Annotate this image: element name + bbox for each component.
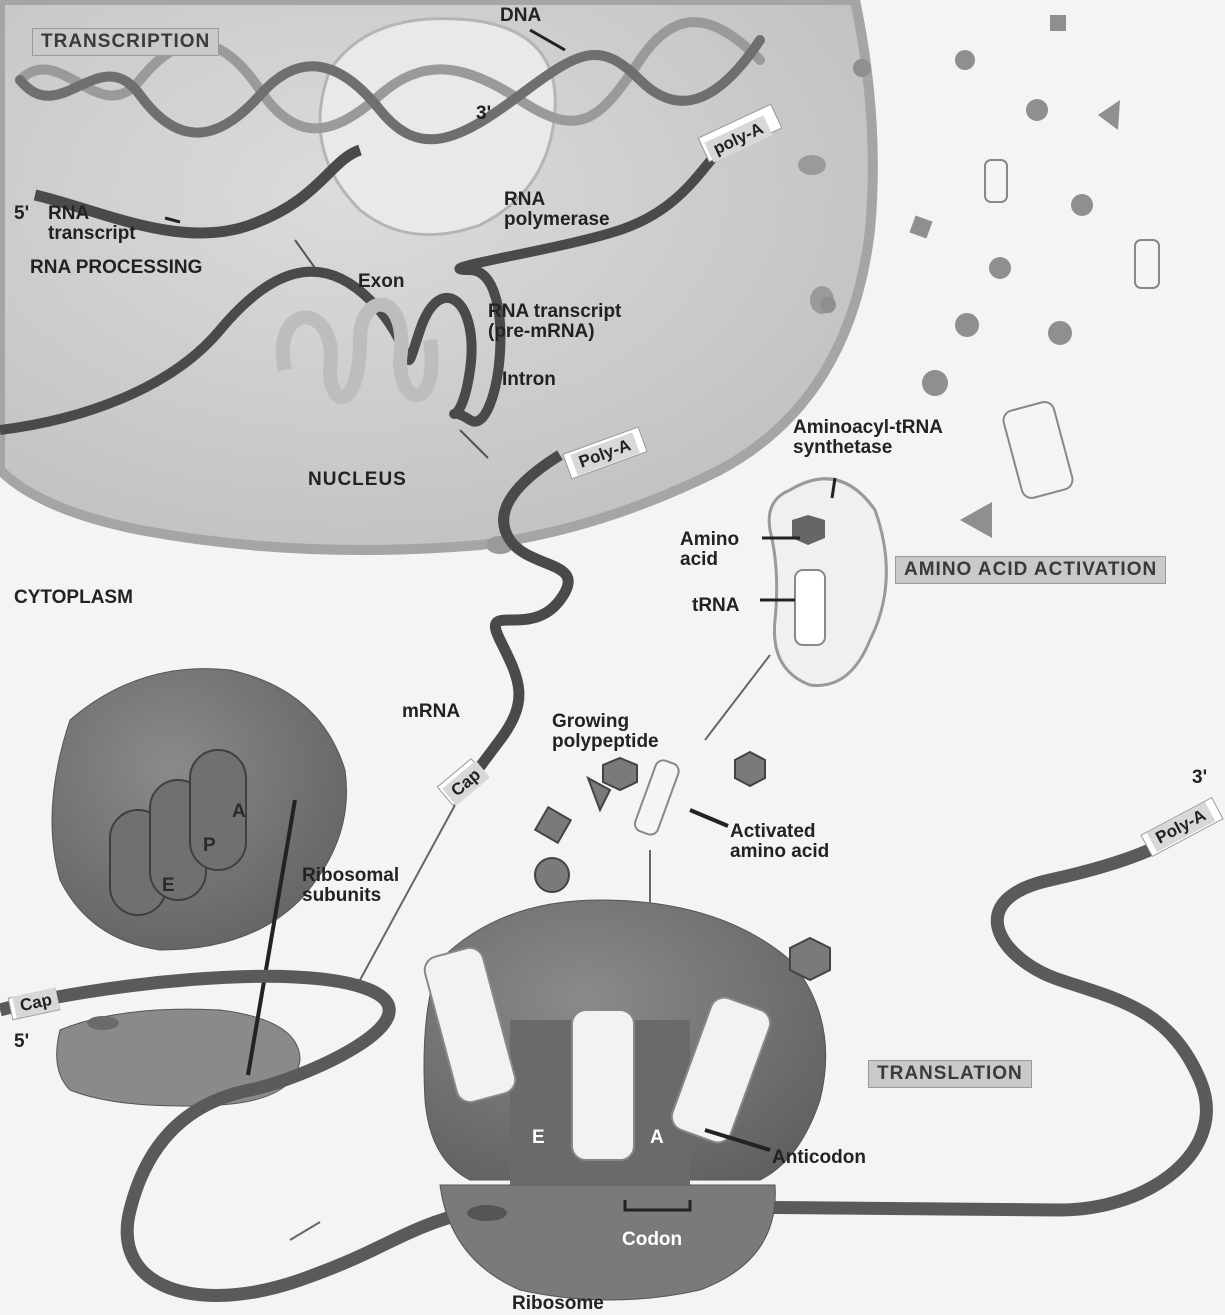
free-trnas [985,160,1159,500]
label-ribosome: Ribosome [512,1294,604,1314]
label-rna-transcript: RNA transcript [48,204,136,244]
nuclear-pore [798,155,826,175]
label-cytoplasm: CYTOPLASM [14,588,133,608]
aminoacyl-trna-synthetase [769,479,886,686]
label-site-a-left: A [232,802,246,822]
section-translation: TRANSLATION [868,1060,1032,1088]
section-transcription: TRANSCRIPTION [32,28,219,56]
section-amino-acid-activation: AMINO ACID ACTIVATION [895,556,1166,584]
label-site-p-left: P [203,836,216,856]
label-mrna: mRNA [402,702,460,722]
label-intron: Intron [502,370,556,390]
label-codon: Codon [622,1230,682,1250]
label-pre-mrna: RNA transcript (pre-mRNA) [488,302,621,342]
label-site-a-ribosome: A [650,1128,664,1148]
label-site-e-left: E [162,876,175,896]
label-exon: Exon [358,272,404,292]
label-nucleus: NUCLEUS [308,470,407,490]
label-growing-polypeptide: Growing polypeptide [552,712,659,752]
trna-in-synthetase [795,570,825,645]
label-ribosomal-subunits: Ribosomal subunits [302,866,399,906]
label-anticodon: Anticodon [772,1148,866,1168]
label-aminoacyl-trna-synthetase: Aminoacyl-tRNA synthetase [793,418,943,458]
label-five-prime-left: 5' [14,1032,29,1052]
label-rna-polymerase: RNA polymerase [504,190,610,230]
label-rna-processing: RNA PROCESSING [30,258,202,278]
label-activated-amino-acid: Activated amino acid [730,822,829,862]
label-trna: tRNA [692,596,740,616]
amino-acid-on-trna [790,938,830,980]
label-three-prime-right: 3' [1192,768,1207,788]
label-five-prime-top: 5' [14,204,29,224]
label-three-prime-top: 3' [476,104,491,124]
label-amino-acid: Amino acid [680,530,739,570]
activated-amino-acid-trna [633,758,681,837]
label-site-e-ribosome: E [532,1128,545,1148]
label-dna: DNA [500,6,541,26]
ribosome-small-subunit-main [440,1185,775,1300]
